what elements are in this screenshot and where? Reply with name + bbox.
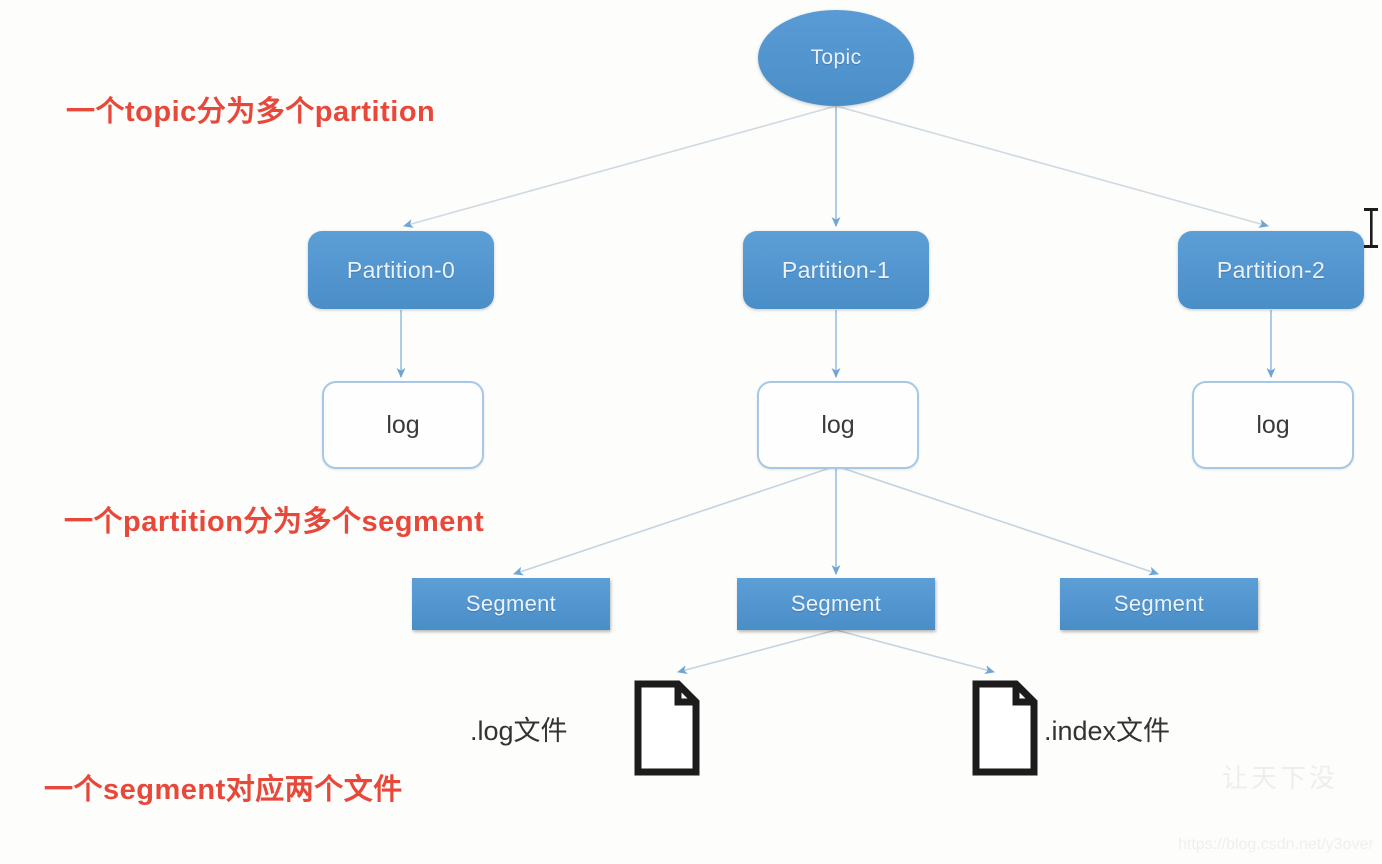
file-log-caption: .log文件 bbox=[470, 716, 568, 746]
watermark-url: https://blog.csdn.net/y3over bbox=[1178, 836, 1374, 853]
edge-topic-partition-2 bbox=[835, 105, 1269, 228]
node-log-2-label: log bbox=[1256, 410, 1290, 439]
node-segment-2[interactable]: Segment bbox=[1060, 578, 1258, 630]
node-log-1[interactable]: log bbox=[757, 381, 919, 469]
edge-segment-1-file-index bbox=[835, 629, 995, 675]
annotation-segment-files: 一个segment对应两个文件 bbox=[44, 774, 403, 806]
node-partition-0[interactable]: Partition-0 bbox=[308, 231, 494, 309]
watermark-chinese: 让天下没 bbox=[1222, 763, 1339, 793]
node-partition-1-label: Partition-1 bbox=[781, 256, 891, 283]
document-icon bbox=[634, 680, 700, 776]
node-segment-0-label: Segment bbox=[465, 591, 557, 616]
annotation-partition-segment: 一个partition分为多个segment bbox=[64, 506, 485, 538]
text-ibeam-cursor bbox=[1364, 208, 1378, 248]
node-topic[interactable]: Topic bbox=[758, 10, 914, 106]
node-log-0[interactable]: log bbox=[322, 381, 484, 469]
document-icon bbox=[972, 680, 1038, 776]
node-partition-0-label: Partition-0 bbox=[346, 256, 456, 283]
annotation-topic-partition: 一个topic分为多个partition bbox=[66, 96, 436, 128]
edge-segment-1-file-log bbox=[677, 629, 837, 675]
node-partition-1[interactable]: Partition-1 bbox=[743, 231, 929, 309]
node-segment-1[interactable]: Segment bbox=[737, 578, 935, 630]
node-log-0-label: log bbox=[386, 410, 420, 439]
edge-log-1-segment-2 bbox=[835, 465, 1159, 576]
node-topic-label: Topic bbox=[810, 46, 862, 69]
edge-topic-partition-0 bbox=[403, 105, 837, 228]
node-partition-2[interactable]: Partition-2 bbox=[1178, 231, 1364, 309]
node-partition-2-label: Partition-2 bbox=[1216, 256, 1326, 283]
node-segment-1-label: Segment bbox=[790, 591, 882, 616]
node-segment-2-label: Segment bbox=[1113, 591, 1205, 616]
node-log-2[interactable]: log bbox=[1192, 381, 1354, 469]
node-log-1-label: log bbox=[821, 410, 855, 439]
file-index-caption: .index文件 bbox=[1044, 716, 1171, 746]
edge-log-1-segment-0 bbox=[513, 465, 837, 576]
node-segment-0[interactable]: Segment bbox=[412, 578, 610, 630]
